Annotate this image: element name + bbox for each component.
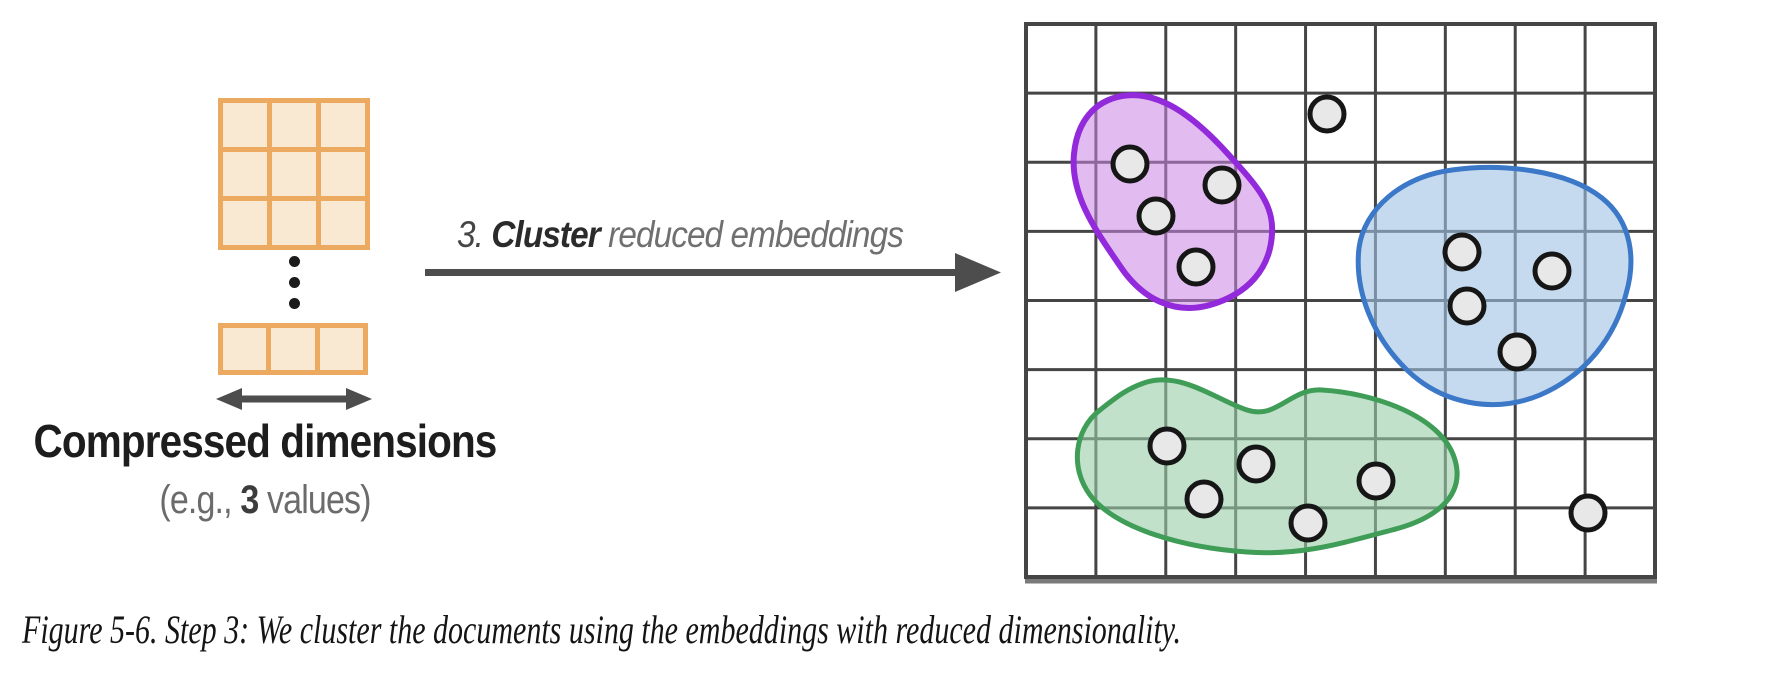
green-cluster-point: [1184, 479, 1224, 519]
matrix-cell: [223, 201, 267, 245]
example-values-prefix: (e.g.,: [159, 478, 241, 522]
figure-caption: Figure 5-6. Step 3: We cluster the docum…: [22, 607, 1181, 652]
green-cluster-point: [1147, 426, 1187, 466]
step-number: 3.: [457, 214, 492, 255]
blue-cluster-point: [1532, 251, 1572, 291]
matrix-cell: [271, 328, 315, 370]
example-values-label: (e.g., 3 values): [40, 478, 491, 523]
matrix-cell: [321, 152, 365, 196]
embedding-matrix: [218, 98, 370, 250]
cluster-grid: [1024, 22, 1657, 584]
dimension-span-arrow-icon: [216, 388, 372, 410]
matrix-cell: [321, 201, 365, 245]
step-description: reduced embeddings: [599, 214, 904, 255]
compressed-row-matrix: [218, 323, 368, 375]
matrix-cell: [223, 103, 267, 147]
matrix-cell: [272, 152, 316, 196]
purple-cluster-point: [1202, 165, 1242, 205]
matrix-cell: [223, 152, 267, 196]
blue-cluster-point: [1447, 286, 1487, 326]
flow-arrow-icon: [425, 253, 1001, 292]
matrix-cell: [321, 103, 365, 147]
purple-cluster-point: [1136, 196, 1176, 236]
matrix-cell: [272, 103, 316, 147]
step-keyword: Cluster: [491, 214, 600, 255]
matrix-cell: [319, 328, 363, 370]
ellipsis-dot: [288, 256, 300, 267]
green-cluster-point: [1236, 444, 1276, 484]
ellipsis-dot: [288, 298, 300, 309]
outlier-point: [1568, 493, 1608, 533]
blue-cluster-point: [1442, 232, 1482, 272]
green-cluster-point: [1288, 503, 1328, 543]
outlier-point: [1307, 94, 1347, 134]
green-cluster-point: [1356, 461, 1396, 501]
compressed-dimensions-label: Compressed dimensions: [33, 415, 498, 467]
purple-cluster-point: [1110, 144, 1150, 184]
example-values-number: 3: [240, 478, 259, 522]
blue-cluster-blob: [1355, 164, 1634, 407]
matrix-cell: [272, 201, 316, 245]
grid-border: [1024, 22, 1657, 579]
purple-cluster-blob: [1070, 92, 1276, 311]
step-label: 3. Cluster reduced embeddings: [446, 214, 914, 256]
example-values-suffix: values): [258, 478, 372, 522]
matrix-cell: [223, 328, 267, 370]
purple-cluster-point: [1176, 247, 1216, 287]
ellipsis-dot: [288, 277, 300, 288]
blue-cluster-point: [1497, 332, 1537, 372]
ellipsis-dots: [288, 256, 300, 309]
